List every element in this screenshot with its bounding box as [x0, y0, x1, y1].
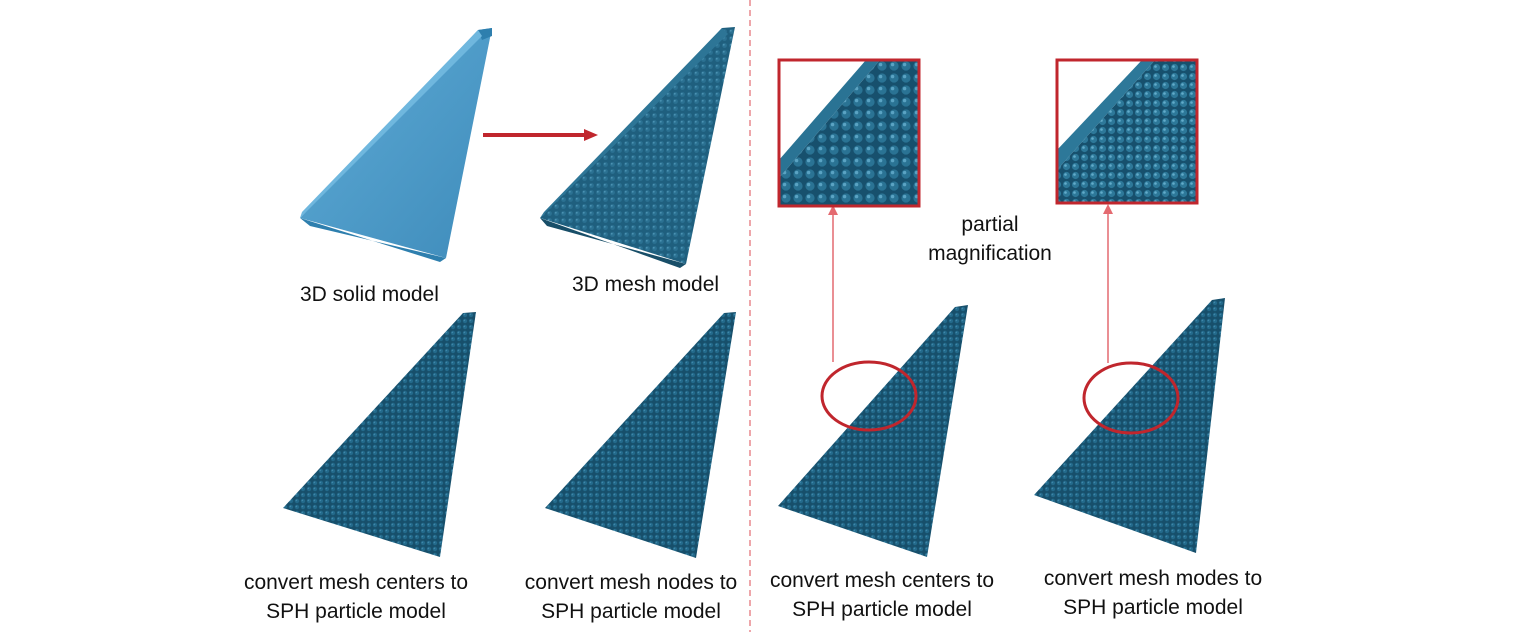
mesh-model-shape [540, 27, 735, 268]
partial-magnification-line1: partial [961, 213, 1019, 236]
panel-caption-2-line2: SPH particle model [541, 600, 721, 624]
panel-caption-4: convert mesh modes to SPH particle model [1036, 564, 1270, 623]
conversion-arrow [483, 129, 598, 141]
panel-caption-4-line2: SPH particle model [1063, 596, 1243, 620]
magnify-circle-2 [1082, 361, 1180, 435]
partial-magnification-label: partial magnification [925, 210, 1055, 269]
partial-magnification-line2: magnification [928, 242, 1052, 266]
mesh-model-label: 3D mesh model [572, 273, 720, 296]
panel-caption-1: convert mesh centers to SPH particle mod… [240, 568, 472, 627]
panel-caption-3-line1: convert mesh centers to [769, 569, 995, 592]
zoom-box-centers [777, 58, 921, 208]
panel-caption-1-line2: SPH particle model [266, 600, 446, 624]
magnify-arrowhead-2 [1103, 204, 1113, 214]
magnify-circle-1 [820, 360, 918, 432]
particle-model-nodes-shape [545, 312, 736, 558]
panel-caption-1-line1: convert mesh centers to [243, 571, 469, 594]
panel-caption-3-line2: SPH particle model [792, 598, 972, 622]
solid-model-shape [300, 28, 492, 262]
particle-model-centers-shape [283, 312, 476, 557]
panel-caption-4-line1: convert mesh modes to [1043, 567, 1263, 590]
magnify-arrowhead-1 [828, 205, 838, 215]
panel-caption-2-line1: convert mesh nodes to [524, 571, 738, 594]
particle-model-modes-zoom-shape [1034, 298, 1225, 553]
panel-caption-2: convert mesh nodes to SPH particle model [520, 568, 742, 627]
zoom-box-modes [1055, 58, 1199, 205]
solid-model-label: 3D solid model [300, 283, 439, 306]
panel-caption-3: convert mesh centers to SPH particle mod… [766, 566, 998, 625]
